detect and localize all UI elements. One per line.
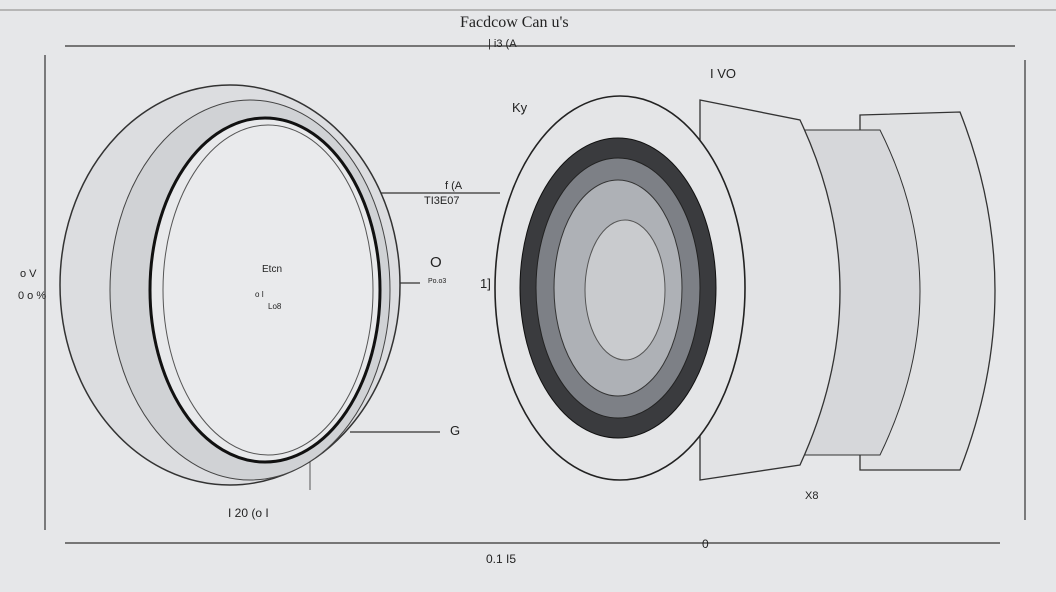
label-ring-center-sub: o I [255,290,264,299]
label-lens-top: Ky [512,100,528,115]
label-left-a: o V [20,268,37,280]
label-g-mark: G [450,423,461,438]
title-subtitle: | i3 (A [488,38,517,50]
label-ring-center: Etcn [262,264,283,275]
label-top-right: I VO [710,66,737,81]
label-o-mark: O [430,254,442,271]
diagram-title: Facdcow Can u's [460,14,569,31]
label-bottom-right: X8 [805,490,819,502]
label-ring-center-sub2: Lo8 [268,302,282,311]
label-bottom-zero: 0 [702,537,709,551]
lens-barrel [494,95,996,481]
label-o-mark-sub: Po.o3 [428,278,447,285]
lens-ring [59,84,401,486]
label-left-b: 0 o % [18,290,47,302]
label-bracket: 1] [480,276,491,291]
label-bottom-left: I 20 (o I [228,506,269,520]
label-bottom-center: 0.1 I5 [486,552,517,566]
label-mid-top: f (A [445,180,463,192]
label-mid-code: TI3E07 [424,195,460,207]
